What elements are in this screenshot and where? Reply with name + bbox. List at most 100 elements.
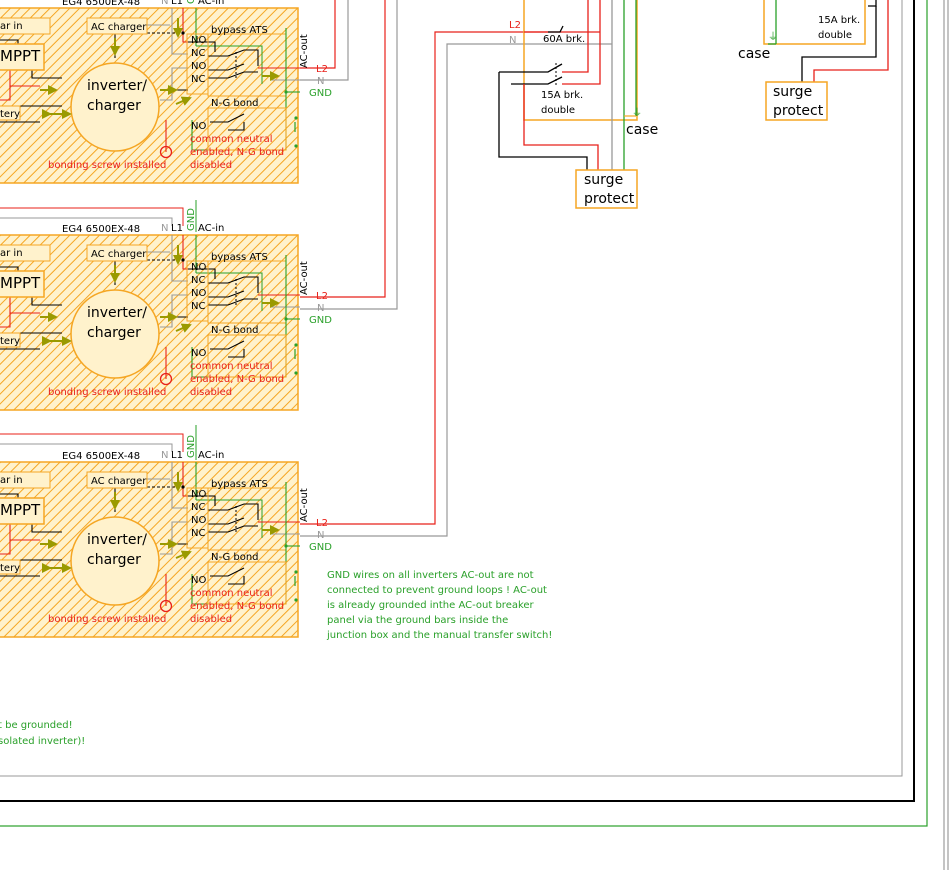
ng-no-label: NO [191,121,206,132]
bypass-ats-label: bypass ATS [211,25,268,36]
common-neutral-label: enabled, N-G bond [190,374,284,385]
relay-nc-label: NC [191,301,205,312]
gnd-note-line: connected to prevent ground loops ! AC-o… [327,585,547,596]
relay-no-label: NO [191,262,206,273]
inverter-model: EG4 6500EX-48 [62,451,140,462]
ac-in-label: AC-in [198,223,224,234]
ng-bond-label: N-G bond [211,98,259,109]
ac-out-n-label: N [317,303,324,314]
bypass-ats-label: bypass ATS [211,479,268,490]
ac-charger-label: AC charger [91,476,147,487]
common-neutral-label: common neutral [190,361,273,372]
solar-in-label: ar in [0,475,23,486]
ac-charger-label: AC charger [91,249,147,260]
gnd-note-line: panel via the ground bars inside the [327,615,508,626]
bonding-screw-label: bonding screw installed [48,614,166,625]
inverter-unit: EG4 6500EX-48 ar in MPPT tery AC charger bypa… [0,0,332,184]
ac-in-n-label: N [161,223,168,234]
charger-label: charger [87,325,141,341]
ac-in-n-label: N [161,0,168,7]
ground-icon: ⏚ [632,107,642,119]
breaker-panel: ⏚ L2 N 60A brk. 15A brk. double case sur… [498,0,658,209]
ac-in-l1-label: L1 [171,223,183,234]
ng-no-label: NO [191,575,206,586]
ac-out-l2-label: L2 [316,291,328,302]
ac-out-label: AC-out [299,34,310,68]
breaker-15a-label: 15A brk. [541,90,583,101]
relay-no-label: NO [191,288,206,299]
common-neutral-label: enabled, N-G bond [190,147,284,158]
gnd-note-line: junction box and the manual transfer swi… [326,630,552,641]
ac-out-label: AC-out [299,261,310,295]
relay-no-label: NO [191,489,206,500]
ac-in-l1-label: L1 [171,450,183,461]
mppt-label: MPPT [0,274,41,292]
ac-out-l2-label: L2 [316,64,328,75]
ac-in-label: AC-in [198,0,224,7]
ac-in-gnd-label: GND [186,208,197,231]
panel-n-label: N [509,35,516,46]
ac-out-gnd-label: GND [309,315,332,326]
breaker-panel-right: ⏚ 15A brk. double case surge protect [738,0,889,121]
case-label: case [738,46,770,62]
battery-label: tery [0,109,20,120]
inverter-model: EG4 6500EX-48 [62,0,140,8]
case-label: case [626,122,658,138]
breaker-15a-label: 15A brk. [818,15,860,26]
ac-out-gnd-label: GND [309,542,332,553]
solar-in-label: ar in [0,248,23,259]
ac-out-label: AC-out [299,488,310,522]
mppt-label: MPPT [0,47,41,65]
ac-in-gnd-label: GND [186,435,197,458]
relay-nc-label: NC [191,528,205,539]
relay-no-label: NO [191,35,206,46]
bottom-note-line: solated inverter)! [0,736,85,747]
inverter-model: EG4 6500EX-48 [62,224,140,235]
ng-bond-label: N-G bond [211,325,259,336]
bonding-screw-label: bonding screw installed [48,387,166,398]
ac-out-l2-label: L2 [316,518,328,529]
ac-in-label: AC-in [198,450,224,461]
relay-nc-label: NC [191,48,205,59]
common-neutral-label: common neutral [190,134,273,145]
common-neutral-label: common neutral [190,588,273,599]
relay-nc-label: NC [191,74,205,85]
panel-l2-label: L2 [509,20,521,31]
ng-bond-label: N-G bond [211,552,259,563]
bonding-screw-label: bonding screw installed [48,160,166,171]
relay-nc-label: NC [191,275,205,286]
protect-label: protect [773,103,824,119]
gnd-note-line: is already grounded inthe AC-out breaker [327,600,535,611]
surge-protect-box [575,169,638,209]
surge-label: surge [584,172,623,188]
mppt-label: MPPT [0,501,41,519]
surge-label: surge [773,84,812,100]
common-neutral-label: disabled [190,387,232,398]
battery-label: tery [0,336,20,347]
surge-protect-box [765,81,828,121]
solar-in-label: ar in [0,21,23,32]
bottom-note-line: t be grounded! [0,720,73,731]
ac-in-l1-label: L1 [171,0,183,7]
bypass-ats-label: bypass ATS [211,252,268,263]
common-neutral-label: disabled [190,160,232,171]
breaker-15a-sublabel: double [541,105,575,116]
ac-in-n-label: N [161,450,168,461]
relay-no-label: NO [191,515,206,526]
ground-icon: ⏚ [768,31,778,43]
ac-out-n-label: N [317,76,324,87]
gnd-note: GND wires on all inverters AC-out are no… [326,570,552,641]
inverter-label: inverter/ [87,305,147,321]
gnd-note-line: GND wires on all inverters AC-out are no… [327,570,534,581]
inverter-unit: EG4 6500EX-48 ar in MPPT tery AC charger bypa… [0,208,332,411]
relay-no-label: NO [191,61,206,72]
common-neutral-label: disabled [190,614,232,625]
breaker-15a-sublabel: double [818,30,852,41]
ac-charger-label: AC charger [91,22,147,33]
inverter-label: inverter/ [87,532,147,548]
bottom-note: t be grounded! solated inverter)! [0,720,85,747]
protect-label: protect [584,191,635,207]
